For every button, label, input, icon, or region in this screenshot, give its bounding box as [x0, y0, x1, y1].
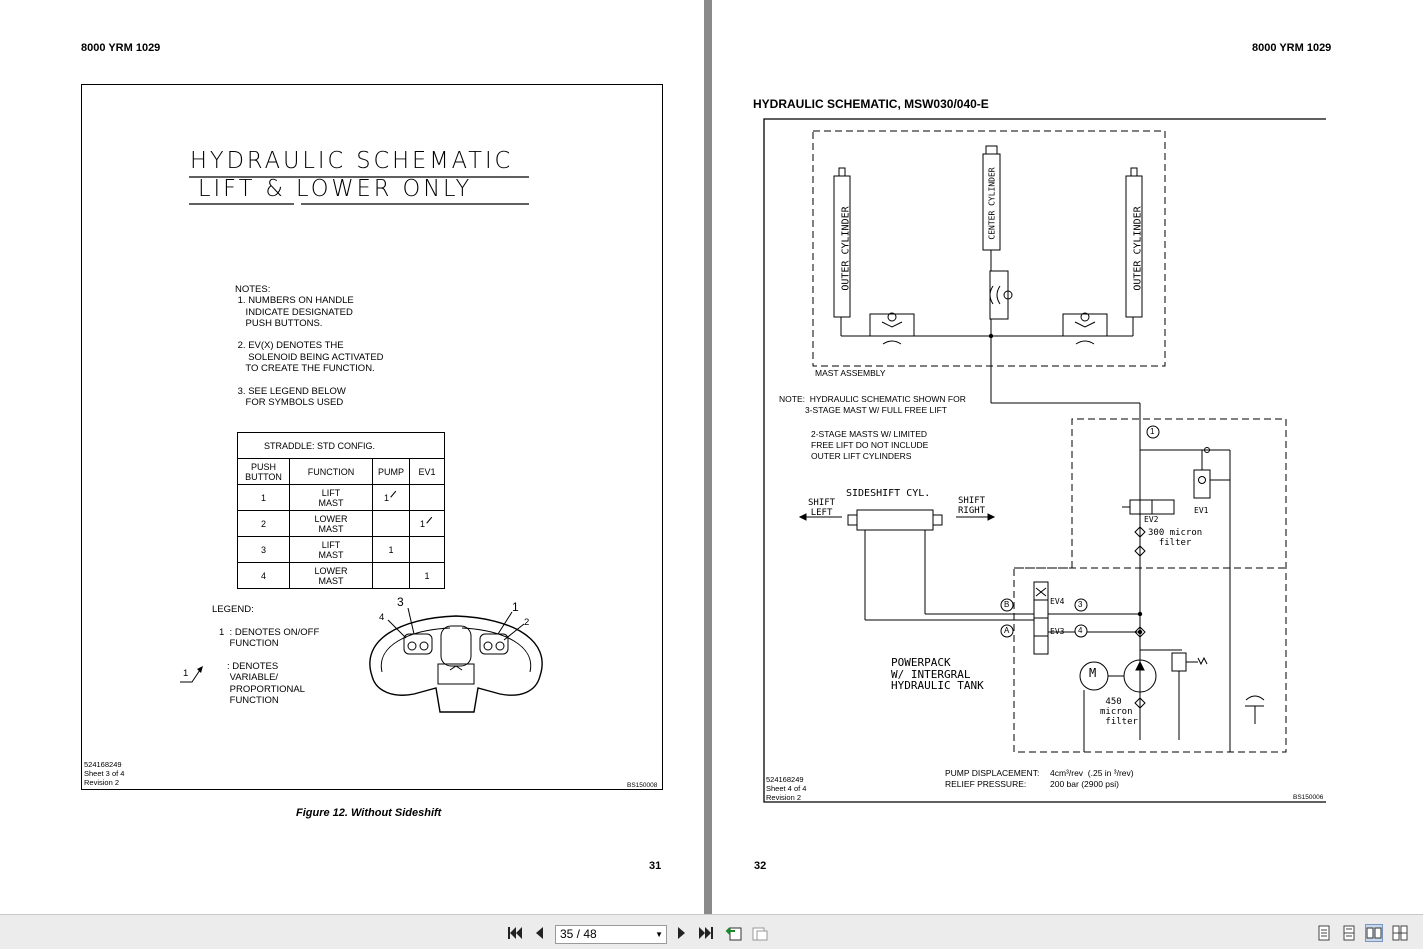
port-4: 4: [1078, 626, 1083, 635]
continuous-view-icon[interactable]: [1340, 924, 1358, 942]
pump-displacement-label: PUMP DISPLACEMENT:: [945, 768, 1040, 778]
table-cell: [409, 484, 445, 511]
variable-arrow-symbol: 1: [383, 492, 389, 503]
pump-displacement-value: 4cm³/rev (.25 in ³/rev): [1050, 768, 1134, 778]
sideshift-cyl-label: SIDESHIFT CYL.: [846, 488, 931, 499]
last-page-icon[interactable]: [697, 924, 715, 942]
right-page-header: 8000 YRM 1029: [1252, 42, 1332, 54]
straddle-config-table: STRADDLE: STD CONFIG. PUSH BUTTON FUNCTI…: [237, 432, 445, 589]
page-indicator: 35 / 48: [560, 927, 597, 941]
ev1-label: EV1: [1194, 506, 1209, 515]
table-row: 1 LIFT MAST 1: [237, 484, 445, 511]
schematic-heading: HYDRAULIC SCHEMATIC, MSW030/040-E: [753, 97, 989, 111]
table-cell: LOWER MAST: [289, 562, 373, 589]
schematic-note: NOTE: HYDRAULIC SCHEMATIC SHOWN FOR 3-ST…: [779, 394, 966, 415]
go-forward-icon[interactable]: [751, 924, 769, 942]
ev2-label: EV2: [1144, 515, 1159, 524]
table-header-function: FUNCTION: [289, 458, 373, 485]
page-number: 32: [754, 860, 767, 872]
hydraulic-schematic-drawing: [763, 118, 1326, 803]
legend-item-variable: : DENOTES VARIABLE/ PROPORTIONAL FUNCTIO…: [227, 661, 305, 706]
ev3-label: EV3: [1050, 627, 1065, 636]
sheet-info: 524168249 Sheet 4 of 4 Revision 2: [766, 775, 807, 802]
handle-label-3: 3: [397, 595, 404, 609]
sheet-info: 524168249 Sheet 3 of 4 Revision 2: [84, 760, 125, 787]
outer-cylinder-left-label: OUTER CYLINDER: [840, 206, 852, 291]
port-3: 3: [1078, 600, 1083, 609]
table-cell: LIFT MAST: [289, 484, 373, 511]
variable-arrow-symbol: 1: [419, 518, 425, 529]
handle-label-4: 4: [379, 612, 385, 623]
chevron-down-icon: ▼: [655, 930, 663, 939]
handle-drawing: [369, 607, 543, 713]
legend-variable-arrow-icon: [180, 666, 203, 683]
schematic-title-line2: LIFT & LOWER ONLY: [198, 176, 473, 202]
facing-pages-view-icon[interactable]: [1365, 924, 1383, 942]
continuous-facing-view-icon[interactable]: [1391, 924, 1409, 942]
filter-300-label: 300 micron filter: [1148, 528, 1203, 548]
page-number-select[interactable]: 35 / 48 ▼: [555, 925, 667, 944]
page-number: 31: [649, 860, 662, 872]
port-1: 1: [1150, 427, 1155, 436]
relief-pressure-value: 200 bar (2900 psi): [1050, 779, 1119, 789]
mast-assembly-label: MAST ASSEMBLY: [815, 368, 886, 378]
filter-450-label: 450 micron filter: [1100, 697, 1138, 727]
legend-title: LEGEND:: [212, 604, 254, 615]
schematic-title-line1: HYDRAULIC SCHEMATIC: [190, 148, 514, 174]
table-row: 2 LOWER MAST 1: [237, 510, 445, 537]
powerpack-label: POWERPACK W/ INTERGRAL HYDRAULIC TANK: [891, 656, 984, 692]
first-page-icon[interactable]: [506, 924, 524, 942]
handle-label-2: 2: [524, 617, 530, 628]
motor-symbol: M: [1089, 666, 1097, 680]
table-cell: [409, 536, 445, 563]
relief-pressure-label: RELIEF PRESSURE:: [945, 779, 1027, 789]
right-page: 8000 YRM 1029 HYDRAULIC SCHEMATIC, MSW03…: [712, 0, 1423, 914]
left-page-header: 8000 YRM 1029: [81, 42, 161, 54]
shift-left-label: SHIFT LEFT: [808, 498, 836, 518]
center-cylinder-label: CENTER CYLINDER: [987, 167, 997, 240]
left-page: 8000 YRM 1029 HYDRAULIC SCHEMATIC LIFT &…: [0, 0, 704, 914]
table-row: 4 LOWER MAST 1: [237, 562, 445, 589]
legend-symbol-number: 1: [183, 668, 189, 679]
shift-right-label: SHIFT RIGHT: [958, 496, 986, 516]
title-underlines: [189, 176, 529, 205]
ev4-label: EV4: [1050, 597, 1065, 606]
go-back-icon[interactable]: [725, 924, 743, 942]
port-b: B: [1004, 600, 1010, 609]
table-cell: LOWER MAST: [289, 510, 373, 537]
two-stage-note: 2-STAGE MASTS W/ LIMITED FREE LIFT DO NO…: [811, 429, 929, 461]
handle-label-1: 1: [512, 600, 519, 614]
previous-page-icon[interactable]: [530, 924, 548, 942]
left-figure-frame: [81, 84, 663, 790]
notes-block: NOTES: 1. NUMBERS ON HANDLE INDICATE DES…: [235, 284, 384, 408]
next-page-icon[interactable]: [673, 924, 691, 942]
pdf-viewer-toolbar: 35 / 48 ▼: [0, 914, 1423, 949]
table-cell: 1: [409, 562, 445, 589]
legend-item-onoff: 1 : DENOTES ON/OFF FUNCTION: [219, 627, 320, 650]
port-a: A: [1004, 626, 1010, 635]
table-header-ev1: EV1: [409, 458, 445, 485]
table-cell: [372, 562, 410, 589]
drawing-code: BS150008: [627, 782, 658, 789]
table-header-push-button: PUSH BUTTON: [237, 458, 290, 485]
single-page-view-icon[interactable]: [1315, 924, 1333, 942]
figure-caption: Figure 12. Without Sideshift: [296, 807, 442, 819]
outer-cylinder-right-label: OUTER CYLINDER: [1132, 206, 1144, 291]
drawing-code: BS150006: [1293, 794, 1324, 801]
